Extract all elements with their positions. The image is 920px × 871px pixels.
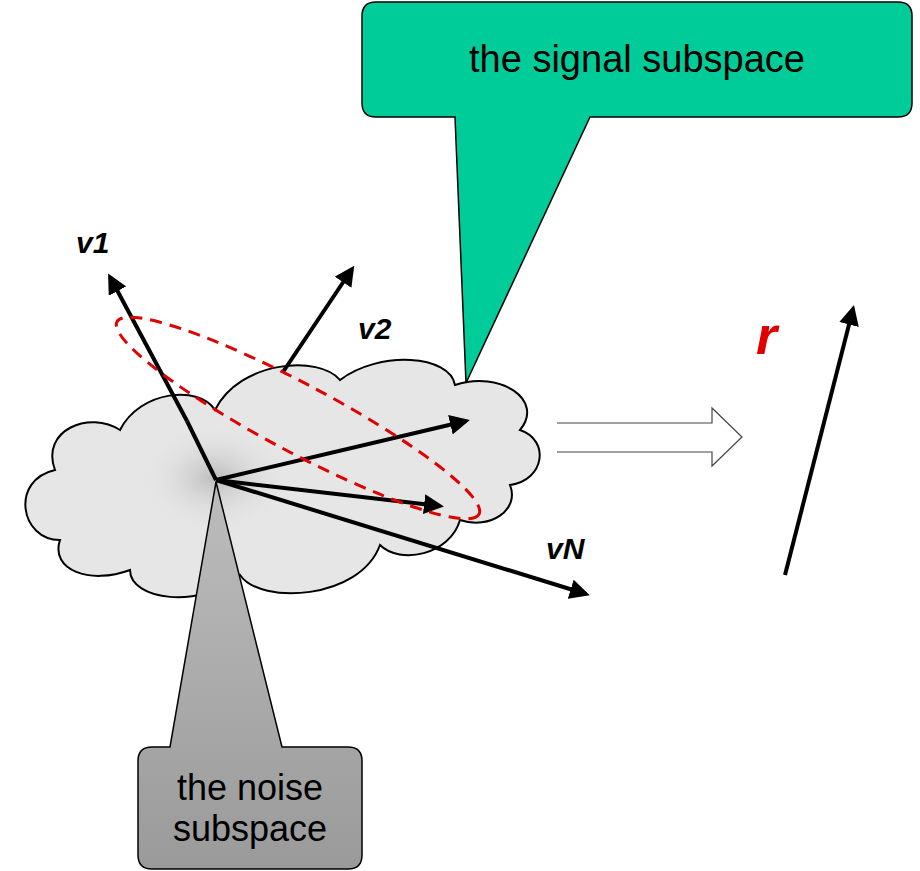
callout-body: the noise subspace bbox=[150, 767, 350, 850]
noise-callout: the noise subspace bbox=[138, 747, 362, 869]
signal-callout: the signal subspace bbox=[362, 2, 912, 117]
callout-text: the noise subspace bbox=[150, 767, 350, 850]
basis-vectors bbox=[110, 269, 586, 594]
signal-callout-shape bbox=[362, 2, 912, 383]
noise-cloud bbox=[25, 360, 539, 597]
vector-label: v1 bbox=[76, 228, 109, 258]
noise-callout-shape bbox=[138, 482, 362, 869]
vector-label: vN bbox=[546, 534, 584, 564]
callout-text: the signal subspace bbox=[469, 38, 805, 82]
hollow-arrow bbox=[557, 408, 742, 466]
vector-label: v2 bbox=[358, 314, 391, 344]
vector-label: r bbox=[756, 308, 777, 362]
callout-body: the signal subspace bbox=[469, 38, 805, 82]
received-vector bbox=[785, 309, 853, 575]
signal-ellipse bbox=[101, 292, 495, 545]
